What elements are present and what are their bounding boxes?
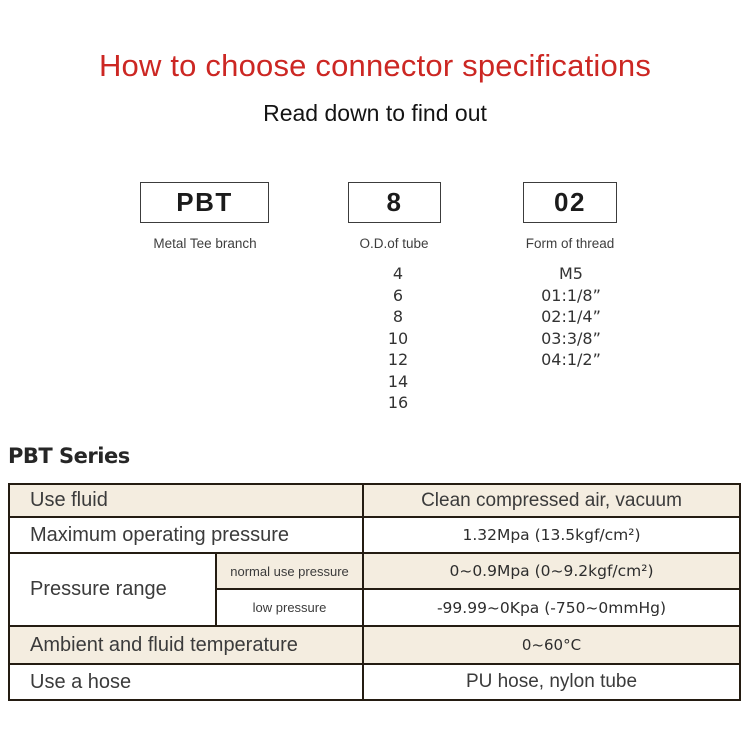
spec-value-temperature: 0~60°C <box>362 625 739 663</box>
tube-size-item: 4 <box>392 264 404 283</box>
spec-value-low-pressure: -99.99~0Kpa (-750~0mmHg) <box>362 588 739 625</box>
code-box-tube-od: 8 <box>348 182 441 223</box>
series-heading: PBT Series <box>8 444 130 468</box>
thread-form-item: 04:1/2” <box>541 350 601 369</box>
page-subtitle: Read down to find out <box>263 100 487 126</box>
code-box-tube-od-value: 8 <box>386 187 403 217</box>
thread-form-item: 02:1/4” <box>541 307 601 326</box>
thread-form-item: 01:1/8” <box>541 285 601 305</box>
code-box-series-value: PBT <box>176 187 233 217</box>
code-box-thread-form: 02 <box>523 182 617 223</box>
code-box-label-series: Metal Tee branch <box>153 236 257 251</box>
spec-value-hose: PU hose, nylon tube <box>362 663 739 699</box>
thread-form-list: M5 01:1/8” 02:1/4” 03:3/8” 04:1/2” <box>506 263 636 371</box>
tube-size-list: 4 6 8 10 12 14 16 <box>348 263 448 414</box>
spec-table: Use fluid Clean compressed air, vacuum M… <box>8 483 741 701</box>
tube-size-item: 10 <box>387 328 409 348</box>
code-box-label-tube-od: O.D.of tube <box>359 236 429 251</box>
thread-form-item: M5 <box>559 264 583 283</box>
spec-sublabel-low-pressure: low pressure <box>215 588 362 625</box>
page-title: How to choose connector specifications <box>98 48 652 83</box>
spec-label-temperature: Ambient and fluid temperature <box>10 625 362 663</box>
code-box-series: PBT <box>140 182 269 223</box>
spec-label-pressure-range: Pressure range <box>10 552 215 625</box>
spec-value-max-pressure: 1.32Mpa (13.5kgf/cm²) <box>362 516 739 552</box>
tube-size-item: 8 <box>392 307 404 326</box>
code-box-label-thread-form: Form of thread <box>525 236 615 251</box>
code-box-thread-form-value: 02 <box>554 187 586 217</box>
spec-sublabel-normal-pressure: normal use pressure <box>215 552 362 588</box>
tube-size-item: 16 <box>387 393 409 412</box>
spec-label-max-pressure: Maximum operating pressure <box>10 516 362 552</box>
thread-form-item: 03:3/8” <box>541 328 601 348</box>
spec-value-normal-pressure: 0~0.9Mpa (0~9.2kgf/cm²) <box>362 552 739 588</box>
tube-size-item: 12 <box>387 350 409 369</box>
tube-size-item: 6 <box>392 285 404 305</box>
tube-size-item: 14 <box>387 371 409 391</box>
spec-label-use-fluid: Use fluid <box>10 485 362 516</box>
spec-value-use-fluid: Clean compressed air, vacuum <box>362 485 739 516</box>
spec-label-hose: Use a hose <box>10 663 362 699</box>
